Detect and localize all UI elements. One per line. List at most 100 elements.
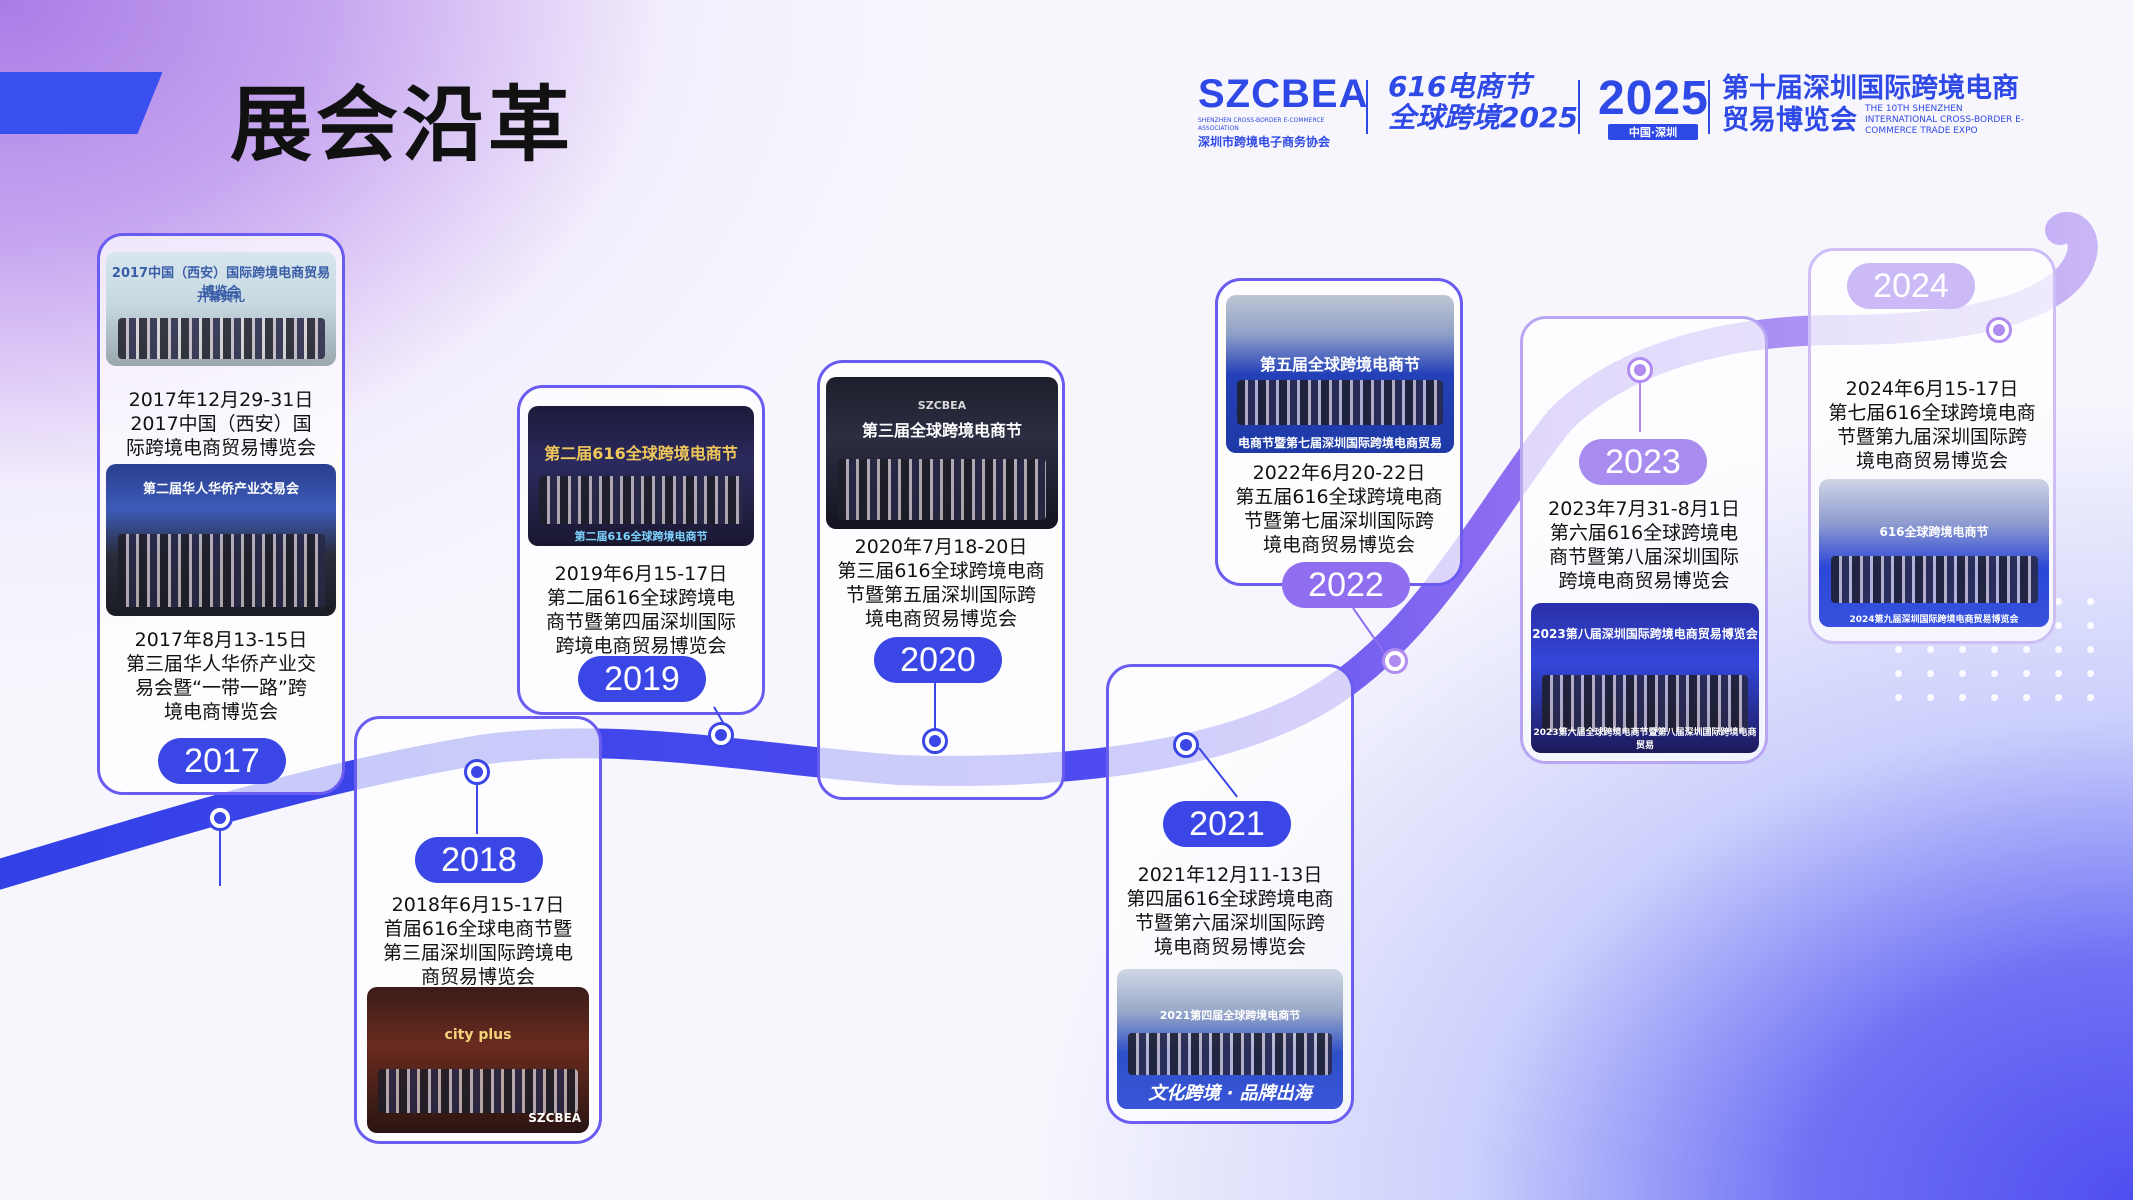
photo-crowd [117, 318, 325, 360]
photo-banner-text: 第三届全球跨境电商节 [861, 421, 1022, 440]
event-desc-line: 际跨境电商贸易博览会 [125, 437, 316, 459]
event-photo: city plus SZCBEA [367, 987, 589, 1133]
year-badge-2018: 2018 [415, 837, 543, 883]
photo-sub-text: SZCBEA [528, 1111, 581, 1125]
logo-divider [1578, 80, 1580, 134]
szcbea-logo-name: SZCBEA [1198, 72, 1369, 116]
timeline-card-2019: 第二届616全球跨境电商节 第二届616全球跨境电商节 2019年6月15-17… [517, 385, 765, 715]
photo-crowd [1128, 1033, 1332, 1076]
event-desc-line: 境电商贸易博览会 [1855, 450, 2008, 472]
event-photo: 2023第八届深圳国际跨境电商贸易博览会 2023第六届全球跨境电商节暨第八届深… [1531, 603, 1759, 753]
grid-dot [2055, 646, 2062, 653]
timeline-node-2018 [464, 759, 490, 785]
expo-name-line1: 第十届深圳国际跨境电商 [1722, 73, 2019, 104]
year-badge-2017: 2017 [158, 738, 286, 784]
expo-year: 2025 [1598, 72, 1709, 125]
event-photo: 第二届华人华侨产业交易会 [106, 464, 336, 616]
photo-sub-text: 文化跨境 · 品牌出海 [1148, 1083, 1312, 1104]
timeline-node-2021 [1173, 732, 1199, 758]
page-title: 展会沿革 [230, 78, 575, 173]
expo-location: 中国·深圳 [1608, 124, 1698, 140]
event-desc-line: 商节暨第四届深圳国际 [545, 611, 736, 633]
grid-dot [2023, 646, 2030, 653]
year-badge-2019: 2019 [578, 656, 706, 702]
event-date: 2017年12月29-31日 [128, 389, 314, 411]
timeline-connector [219, 818, 221, 886]
timeline-card-2023: 2023 2023年7月31-8月1日 第六届616全球跨境电 商节暨第八届深圳… [1520, 316, 1768, 764]
expo-name-en: THE 10TH SHENZHEN INTERNATIONAL CROSS-BO… [1865, 104, 2025, 136]
logo-divider [1708, 80, 1710, 134]
event-photo: 2017中国（西安）国际跨境电商贸易博览会 开幕典礼 [106, 252, 336, 366]
event-date: 2021年12月11-13日 [1137, 864, 1323, 886]
event-desc-line: 商节暨第八届深圳国际 [1548, 546, 1739, 568]
event-date: 2018年6月15-17日 [391, 894, 565, 916]
event-desc-line: 跨境电商贸易博览会 [555, 635, 727, 657]
event-date: 2017年8月13-15日 [134, 629, 308, 651]
photo-crowd [378, 1068, 578, 1113]
event-date: 2019年6月15-17日 [554, 563, 728, 585]
event-desc-line: 境电商贸易博览会 [864, 608, 1017, 630]
event-photo: 第五届全球跨境电商节 电商节暨第七届深圳国际跨境电商贸易 [1226, 295, 1454, 453]
grid-dot [1959, 694, 1966, 701]
event-desc-line: 第三届华人华侨产业交 [125, 653, 316, 675]
timeline-node-2017 [207, 805, 233, 831]
grid-dot [2055, 622, 2062, 629]
event-desc-line: 节暨第九届深圳国际跨 [1836, 426, 2027, 448]
event-desc-line: 跨境电商贸易博览会 [1558, 570, 1730, 592]
photo-crowd [1542, 675, 1748, 732]
event-desc-line: 第四届616全球跨境电商 [1126, 888, 1334, 910]
timeline-node-2019 [708, 722, 734, 748]
grid-dot [1895, 646, 1902, 653]
festival-logo-line2: 全球跨境2025 [1388, 101, 1578, 134]
grid-dot [1927, 694, 1934, 701]
timeline-card-2024: 2024 2024年6月15-17日 第七届616全球跨境电商 节暨第九届深圳国… [1808, 248, 2056, 644]
grid-dot [2023, 694, 2030, 701]
grid-dot [2087, 670, 2094, 677]
szcbea-logo: SZCBEA SHENZHEN CROSS-BORDER E-COMMERCE … [1198, 72, 1368, 150]
event-caption: 2017年12月29-31日 2017中国（西安）国 际跨境电商贸易博览会 [100, 388, 342, 460]
expo-year-logo: 2025 中国·深圳 [1598, 74, 1709, 140]
photo-crowd [837, 459, 1047, 520]
photo-sub-text: 开幕典礼 [196, 290, 245, 304]
grid-dot [2023, 670, 2030, 677]
timeline-card-2017: 2017中国（西安）国际跨境电商贸易博览会 开幕典礼 2017年12月29-31… [97, 233, 345, 795]
expo-name-line2: 贸易博览会 [1722, 104, 1857, 136]
event-desc-line: 第二届616全球跨境电 [546, 587, 736, 609]
photo-sub-text: 第二届616全球跨境电商节 [574, 530, 708, 543]
photo-banner-text: 2017中国（西安）国际跨境电商贸易博览会 [111, 266, 331, 300]
event-photo: SZCBEA 第三届全球跨境电商节 [826, 377, 1058, 529]
event-desc-line: 第六届616全球跨境电 [1549, 522, 1739, 544]
event-caption: 2020年7月18-20日 第三届616全球跨境电商 节暨第五届深圳国际跨 境电… [820, 535, 1062, 631]
grid-dot [1959, 646, 1966, 653]
event-desc-line: 境电商贸易博览会 [1153, 936, 1306, 958]
event-desc-line: 易会暨“一带一路”跨 [135, 677, 307, 699]
szcbea-logo-tagline-en: SHENZHEN CROSS-BORDER E-COMMERCE ASSOCIA… [1198, 117, 1325, 132]
szcbea-logo-tagline-cn: 深圳市跨境电子商务协会 [1198, 135, 1331, 149]
expo-name-logo: 第十届深圳国际跨境电商 贸易博览会 THE 10TH SHENZHEN INTE… [1722, 74, 2025, 137]
event-desc-line: 节暨第七届深圳国际跨 [1243, 510, 1434, 532]
year-badge-2023: 2023 [1579, 439, 1707, 485]
grid-dot [1991, 670, 1998, 677]
event-desc-line: 第七届616全球跨境电商 [1828, 402, 2036, 424]
photo-sub-text: SZCBEA [917, 399, 967, 412]
photo-crowd [1237, 380, 1443, 425]
event-photo: 第二届616全球跨境电商节 第二届616全球跨境电商节 [528, 406, 754, 546]
photo-sub-text: 电商节暨第七届深圳国际跨境电商贸易 [1237, 436, 1442, 450]
grid-dot [2055, 694, 2062, 701]
photo-banner-text: 2023第八届深圳国际跨境电商贸易博览会 [1532, 627, 1758, 641]
event-desc-line: 2017中国（西安）国 [130, 413, 312, 435]
year-badge-2021: 2021 [1163, 801, 1291, 847]
event-caption: 2024年6月15-17日 第七届616全球跨境电商 节暨第九届深圳国际跨 境电… [1811, 377, 2053, 473]
event-caption: 2022年6月20-22日 第五届616全球跨境电商 节暨第七届深圳国际跨 境电… [1218, 461, 1460, 557]
timeline-node-2022 [1382, 648, 1408, 674]
logo-divider [1366, 80, 1368, 134]
event-caption: 2017年8月13-15日 第三届华人华侨产业交 易会暨“一带一路”跨 境电商博… [100, 628, 342, 724]
timeline-connector [934, 680, 936, 740]
timeline-card-2022: 第五届全球跨境电商节 电商节暨第七届深圳国际跨境电商贸易 2022年6月20-2… [1215, 278, 1463, 586]
timeline-connector [1639, 370, 1641, 432]
event-desc-line: 境电商博览会 [163, 701, 278, 723]
event-caption: 2019年6月15-17日 第二届616全球跨境电 商节暨第四届深圳国际 跨境电… [520, 562, 762, 658]
grid-dot [1991, 646, 1998, 653]
event-desc-line: 节暨第五届深圳国际跨 [845, 584, 1036, 606]
